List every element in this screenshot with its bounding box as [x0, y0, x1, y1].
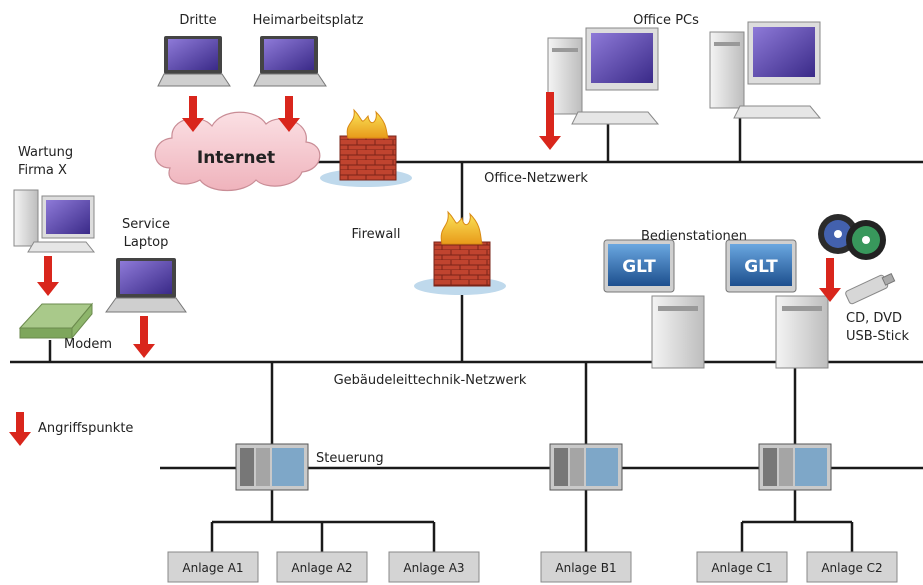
arrow-cd-usb — [819, 258, 841, 302]
text-labels: Dritte Heimarbeitsplatz Office PCs Offic… — [18, 13, 909, 466]
modem-label: Modem — [64, 337, 112, 352]
plc-a — [235, 443, 309, 491]
plc-c — [758, 443, 832, 491]
office-pc-1 — [547, 27, 660, 125]
anlage-box: Anlage B1 — [540, 551, 632, 583]
anlage-a1-label: Anlage A1 — [182, 561, 243, 575]
service-label-line1: Service — [122, 217, 170, 232]
firewall-label: Firewall — [351, 227, 400, 242]
gebaeude-netzwerk-label: Gebäudeleittechnik-Netzwerk — [334, 373, 527, 388]
anlage-b1-label: Anlage B1 — [555, 561, 616, 575]
internet-cloud: Internet — [154, 111, 321, 191]
arrow-heimarbeitsplatz — [278, 96, 300, 132]
arrow-office-pc — [539, 92, 561, 150]
glt-label-2: GLT — [744, 257, 778, 277]
internet-label: Internet — [197, 148, 275, 168]
dritte-label: Dritte — [179, 13, 216, 28]
plc-b — [549, 443, 623, 491]
glt-label-1: GLT — [622, 257, 656, 277]
laptop-heimarbeitsplatz — [253, 36, 327, 87]
arrow-service — [133, 316, 155, 358]
steuerung-label: Steuerung — [316, 451, 384, 466]
cd-dvd-icon — [818, 214, 886, 260]
heimarbeitsplatz-label: Heimarbeitsplatz — [253, 13, 364, 28]
anlage-box: Anlage A1 — [167, 551, 259, 583]
arrow-wartung — [37, 256, 59, 296]
wartung-pc — [13, 189, 96, 253]
firewall-middle — [414, 210, 506, 295]
anlage-box: Anlage A2 — [276, 551, 368, 583]
usb-stick-icon — [845, 272, 896, 305]
wartung-label-line2: Firma X — [18, 163, 67, 178]
wartung-label-line1: Wartung — [18, 145, 73, 160]
arrow-dritte — [182, 96, 204, 132]
angriffspunkte-label: Angriffspunkte — [38, 421, 133, 436]
anlage-box: Anlage C1 — [696, 551, 788, 583]
anlage-box: Anlage A3 — [388, 551, 480, 583]
glt-station-1: GLT — [603, 239, 705, 369]
anlage-c2-label: Anlage C2 — [821, 561, 882, 575]
laptop-dritte — [157, 36, 231, 87]
anlage-a3-label: Anlage A3 — [403, 561, 464, 575]
cd-dvd-label-line1: CD, DVD — [846, 311, 902, 326]
arrow-legend — [9, 412, 31, 446]
anlage-c1-label: Anlage C1 — [711, 561, 772, 575]
anlage-a2-label: Anlage A2 — [291, 561, 352, 575]
anlage-boxes: Anlage A1 Anlage A2 Anlage A3 Anlage B1 … — [167, 551, 898, 583]
firewall-top — [320, 108, 412, 187]
office-pc-2 — [709, 21, 822, 119]
attack-arrows — [9, 92, 841, 446]
office-netzwerk-label: Office-Netzwerk — [484, 171, 588, 186]
anlage-box: Anlage C2 — [806, 551, 898, 583]
laptop-service — [105, 258, 187, 313]
glt-station-2: GLT — [725, 239, 829, 369]
bedienstationen-label: Bedienstationen — [641, 229, 747, 244]
modem — [18, 302, 94, 340]
office-pcs-label: Office PCs — [633, 13, 699, 28]
service-label-line2: Laptop — [124, 235, 169, 250]
cd-dvd-label-line2: USB-Stick — [846, 329, 909, 344]
